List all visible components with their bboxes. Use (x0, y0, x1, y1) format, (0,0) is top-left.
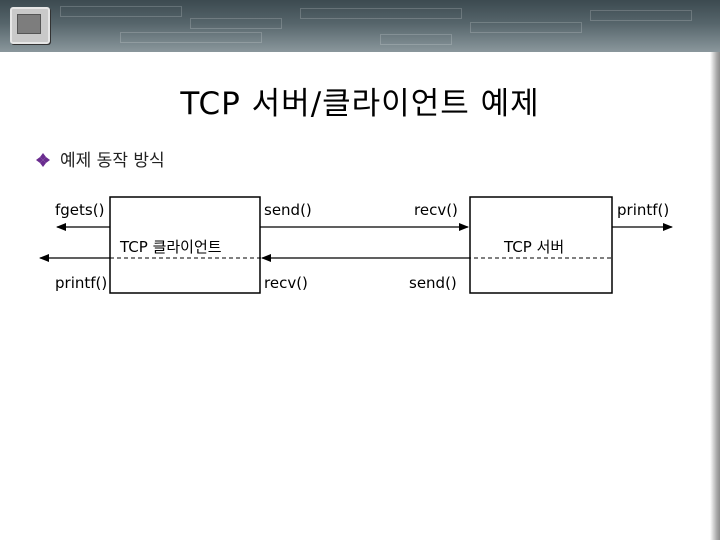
server-send-label: send() (409, 274, 457, 292)
server-printf-label: printf() (617, 201, 670, 219)
right-edge-shadow (710, 52, 720, 540)
header-banner (0, 0, 720, 52)
banner-tile (470, 22, 582, 33)
bullet-item: 예제 동작 방식 (35, 146, 165, 171)
client-send-label: send() (264, 201, 312, 219)
bullet-text: 예제 동작 방식 (60, 151, 165, 171)
monitor-icon (10, 7, 50, 44)
banner-tile (120, 32, 262, 43)
banner-tile (300, 8, 462, 19)
server-box (469, 196, 613, 294)
fgets-label: fgets() (55, 201, 105, 219)
server-box-label: TCP 서버 (504, 238, 565, 256)
server-recv-label: recv() (414, 201, 458, 219)
banner-tile (590, 10, 692, 21)
diamond-bullet-icon (36, 153, 50, 167)
client-printf-label: printf() (55, 274, 108, 292)
client-box (109, 196, 261, 294)
banner-tile (380, 34, 452, 45)
banner-tile (190, 18, 282, 29)
client-recv-label: recv() (264, 274, 308, 292)
slide-title: TCP 서버/클라이언트 예제 (180, 86, 540, 122)
banner-tile (60, 6, 182, 17)
client-box-label: TCP 클라이언트 (120, 238, 222, 256)
